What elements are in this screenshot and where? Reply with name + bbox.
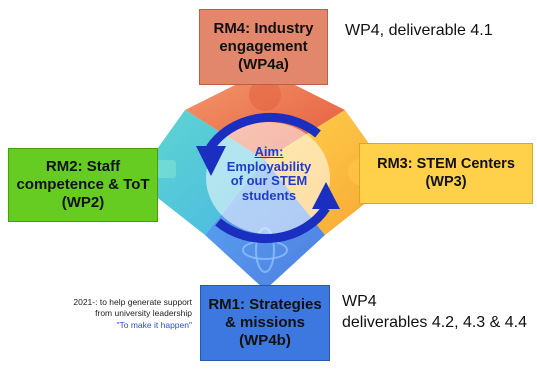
arrow-head-left: [196, 146, 226, 176]
aim-title: Aim:: [254, 144, 284, 159]
cycle-arrows: [206, 112, 330, 244]
aim-text: Aim: Employability of our STEM students: [212, 144, 326, 203]
aim-line2: of our STEM: [230, 173, 308, 189]
aim-line1: Employability: [226, 158, 312, 174]
center-glow: [206, 122, 330, 234]
rm2-line3: (WP2): [61, 194, 105, 211]
left-note: 2021-: to help generate support from uni…: [20, 297, 192, 331]
rm3-line2: (WP3): [425, 173, 467, 190]
arrow-top-arc: [206, 112, 321, 151]
rm4-box: RM4: Industry engagement (WP4a): [199, 9, 328, 85]
rm4-line2: engagement: [219, 38, 308, 55]
rm1-box: RM1: Strategies & missions (WP4b): [200, 285, 330, 361]
rm1-line3: (WP4b): [239, 332, 291, 349]
rm2-box: RM2: Staff competence & ToT (WP2): [8, 148, 158, 222]
bottom-right-annotation-2: deliverables 4.2, 4.3 & 4.4: [342, 314, 528, 331]
rm2-line1: RM2: Staff: [45, 158, 121, 175]
arrow-head-right: [312, 182, 340, 209]
bottom-right-annotation-1: WP4: [342, 293, 377, 310]
aim-line3: students: [241, 187, 297, 203]
rm4-line1: RM4: Industry: [213, 20, 314, 37]
rm2-line2: competence & ToT: [16, 176, 150, 193]
rm1-line1: RM1: Strategies: [208, 296, 322, 313]
arrow-bottom-arc: [215, 205, 330, 244]
rm4-line3: (WP4a): [238, 56, 289, 73]
left-note-line3: "To make it happen": [116, 319, 193, 330]
left-note-line1: 2021-: to help generate support: [73, 297, 192, 307]
left-note-line2: from university leadership: [95, 308, 192, 319]
top-right-annotation: WP4, deliverable 4.1: [345, 22, 493, 39]
rm3-box: RM3: STEM Centers (WP3): [359, 143, 533, 204]
rm3-line1: RM3: STEM Centers: [377, 156, 515, 173]
rm1-line2: & missions: [224, 314, 306, 331]
